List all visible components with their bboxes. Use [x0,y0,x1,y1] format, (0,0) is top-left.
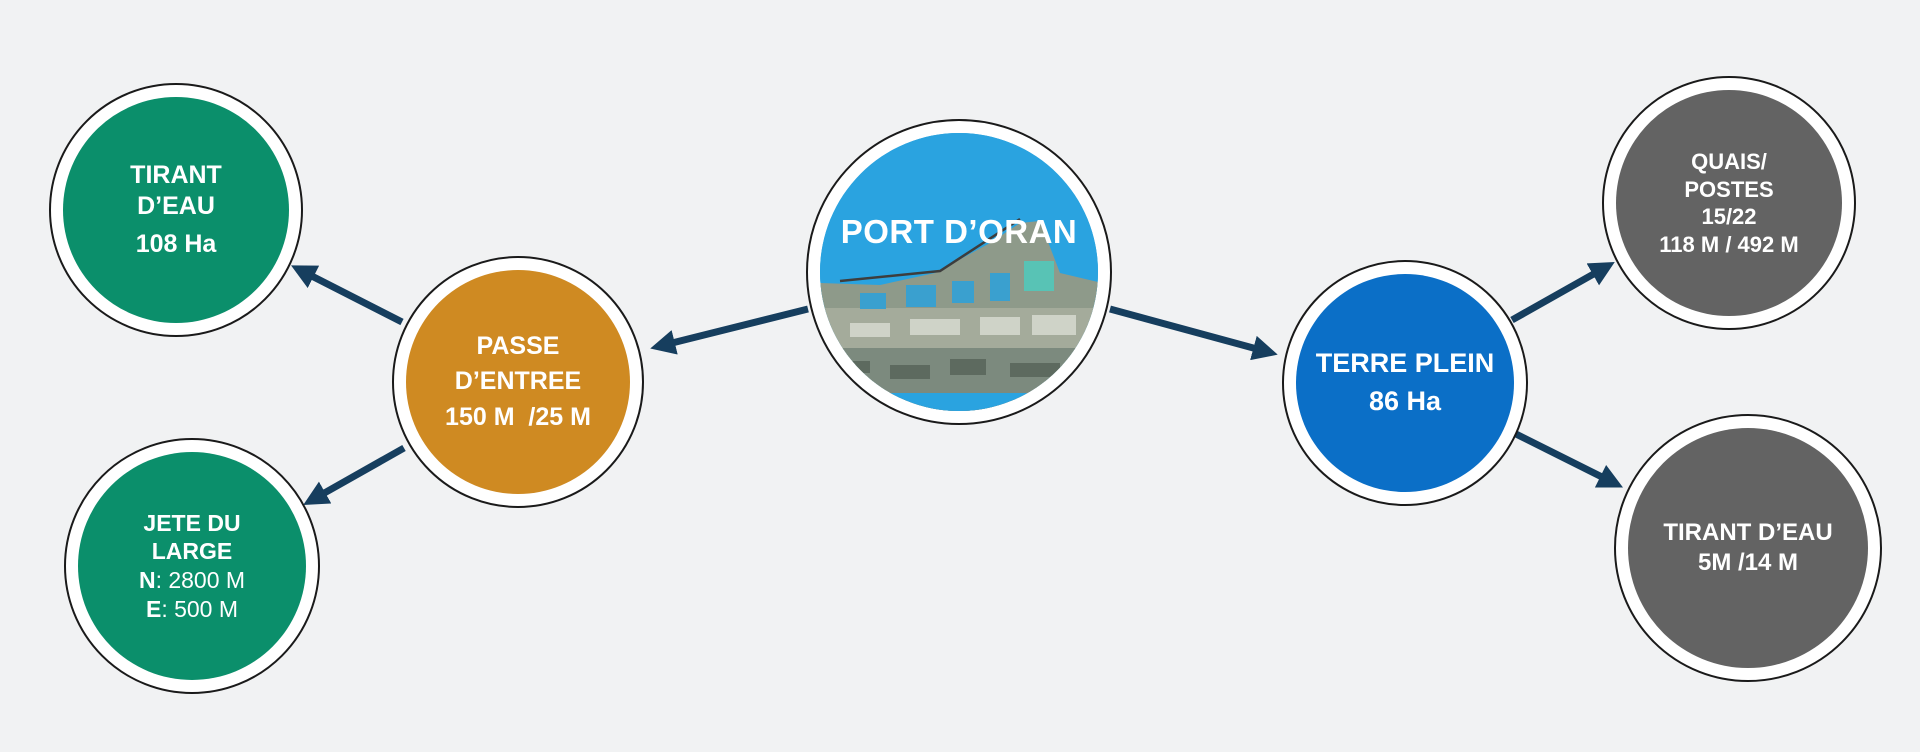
port-title: PORT D’ORAN [840,213,1078,250]
quais-postes-fill: QUAIS/ POSTES 15/22 118 M / 492 M [1616,90,1842,316]
jete-row-n: N: 2800 M [139,566,245,595]
arrow-passe-to-jete [303,444,406,505]
arrow-terre-to-tirant [1514,430,1624,488]
jete-row-n-value: : 2800 M [155,567,246,593]
tirant-deau-left-fill: TIRANT D’EAU 108 Ha [63,97,289,323]
passe-line-1: PASSE [476,332,560,361]
tirant-right-value: 5M /14 M [1697,549,1799,576]
tirant-deau-right-fill: TIRANT D’EAU 5M /14 M [1628,428,1868,668]
tirant-right-line-1: TIRANT D’EAU [1663,519,1833,546]
quais-line-2: POSTES [1684,176,1774,202]
arrow-terre-to-quais [1510,262,1615,324]
jete-row-e-value: : 500 M [161,595,239,622]
jete-du-large-fill: JETE DU LARGE N: 2800 M E: 500 M [78,452,306,680]
arrow-port-to-terre [1109,305,1278,361]
tirant-deau-right-node: TIRANT D’EAU 5M /14 M [1614,414,1882,682]
passe-line-2: D’ENTREE [454,367,582,396]
passe-value: 150 M /25 M [445,402,591,431]
jete-row-e: E: 500 M [146,595,238,624]
jete-line-1: JETE DU [143,509,241,536]
quais-postes-node: QUAIS/ POSTES 15/22 118 M / 492 M [1602,76,1856,330]
jete-du-large-node: JETE DU LARGE N: 2800 M E: 500 M [64,438,320,694]
jete-row-e-label: E [145,595,162,622]
terre-plein-fill: TERRE PLEIN 86 Ha [1296,274,1514,492]
jete-line-2: LARGE [151,538,233,565]
terre-plein-node: TERRE PLEIN 86 Ha [1282,260,1528,506]
port-node: PORT D’ORAN [806,119,1112,425]
terre-value: 86 Ha [1368,386,1442,416]
passe-dentree-node: PASSE D’ENTREE 150 M /25 M [392,256,644,508]
port-node-fill: PORT D’ORAN [820,133,1098,411]
tirant-left-line-2: D’EAU [137,192,215,221]
quais-line-4: 118 M / 492 M [1659,231,1799,257]
port-map-image [820,133,1098,411]
tirant-left-value: 108 Ha [135,229,217,258]
terre-line-1: TERRE PLEIN [1315,348,1495,379]
jete-row-n-label: N [138,567,156,593]
tirant-left-line-1: TIRANT [130,161,222,190]
quais-line-3: 15/22 [1701,204,1757,229]
tirant-deau-left-node: TIRANT D’EAU 108 Ha [49,83,303,337]
passe-dentree-fill: PASSE D’ENTREE 150 M /25 M [406,270,630,494]
quais-line-1: QUAIS/ [1691,149,1767,174]
arrow-port-to-passe [650,305,809,355]
arrow-passe-to-tirant [291,265,404,326]
